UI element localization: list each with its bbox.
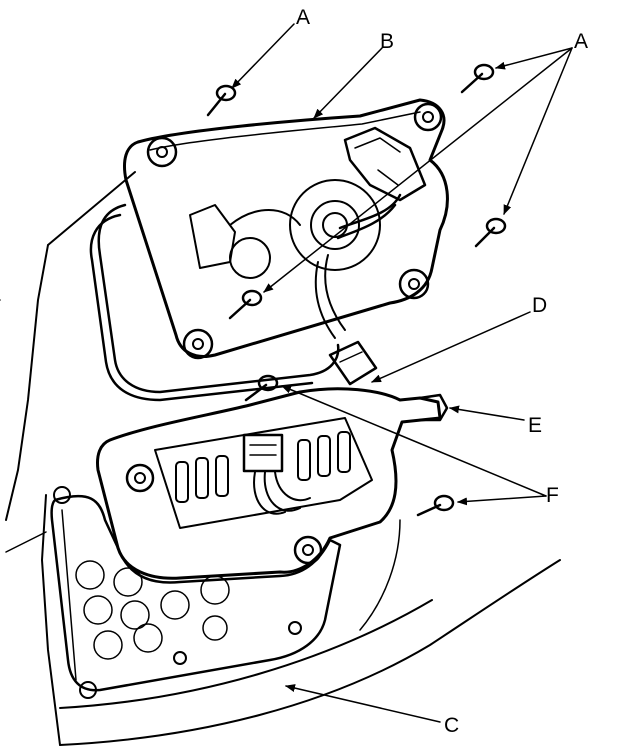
- callout-a-left: A: [296, 6, 310, 29]
- callout-d: D: [532, 294, 547, 317]
- lamp-unit: [123, 98, 449, 360]
- callout-c: C: [444, 714, 459, 737]
- leader-lines: [231, 23, 573, 723]
- callout-e: E: [528, 414, 542, 437]
- bulb-socket-board: [96, 387, 449, 580]
- screw-f-1: [244, 374, 279, 402]
- screw-a-2: [460, 63, 495, 94]
- callout-a-right: A: [574, 30, 588, 53]
- screw-a-1: [206, 84, 237, 117]
- callout-b: B: [380, 30, 394, 53]
- callout-f: F: [546, 484, 559, 507]
- screw-f-2: [416, 494, 455, 517]
- lower-housing: [50, 486, 342, 699]
- screw-a-3: [474, 217, 507, 248]
- body-panel: [0, 171, 561, 746]
- housing-gasket: [89, 203, 340, 402]
- harness-connector: [328, 340, 378, 386]
- screw-a-4: [228, 289, 263, 320]
